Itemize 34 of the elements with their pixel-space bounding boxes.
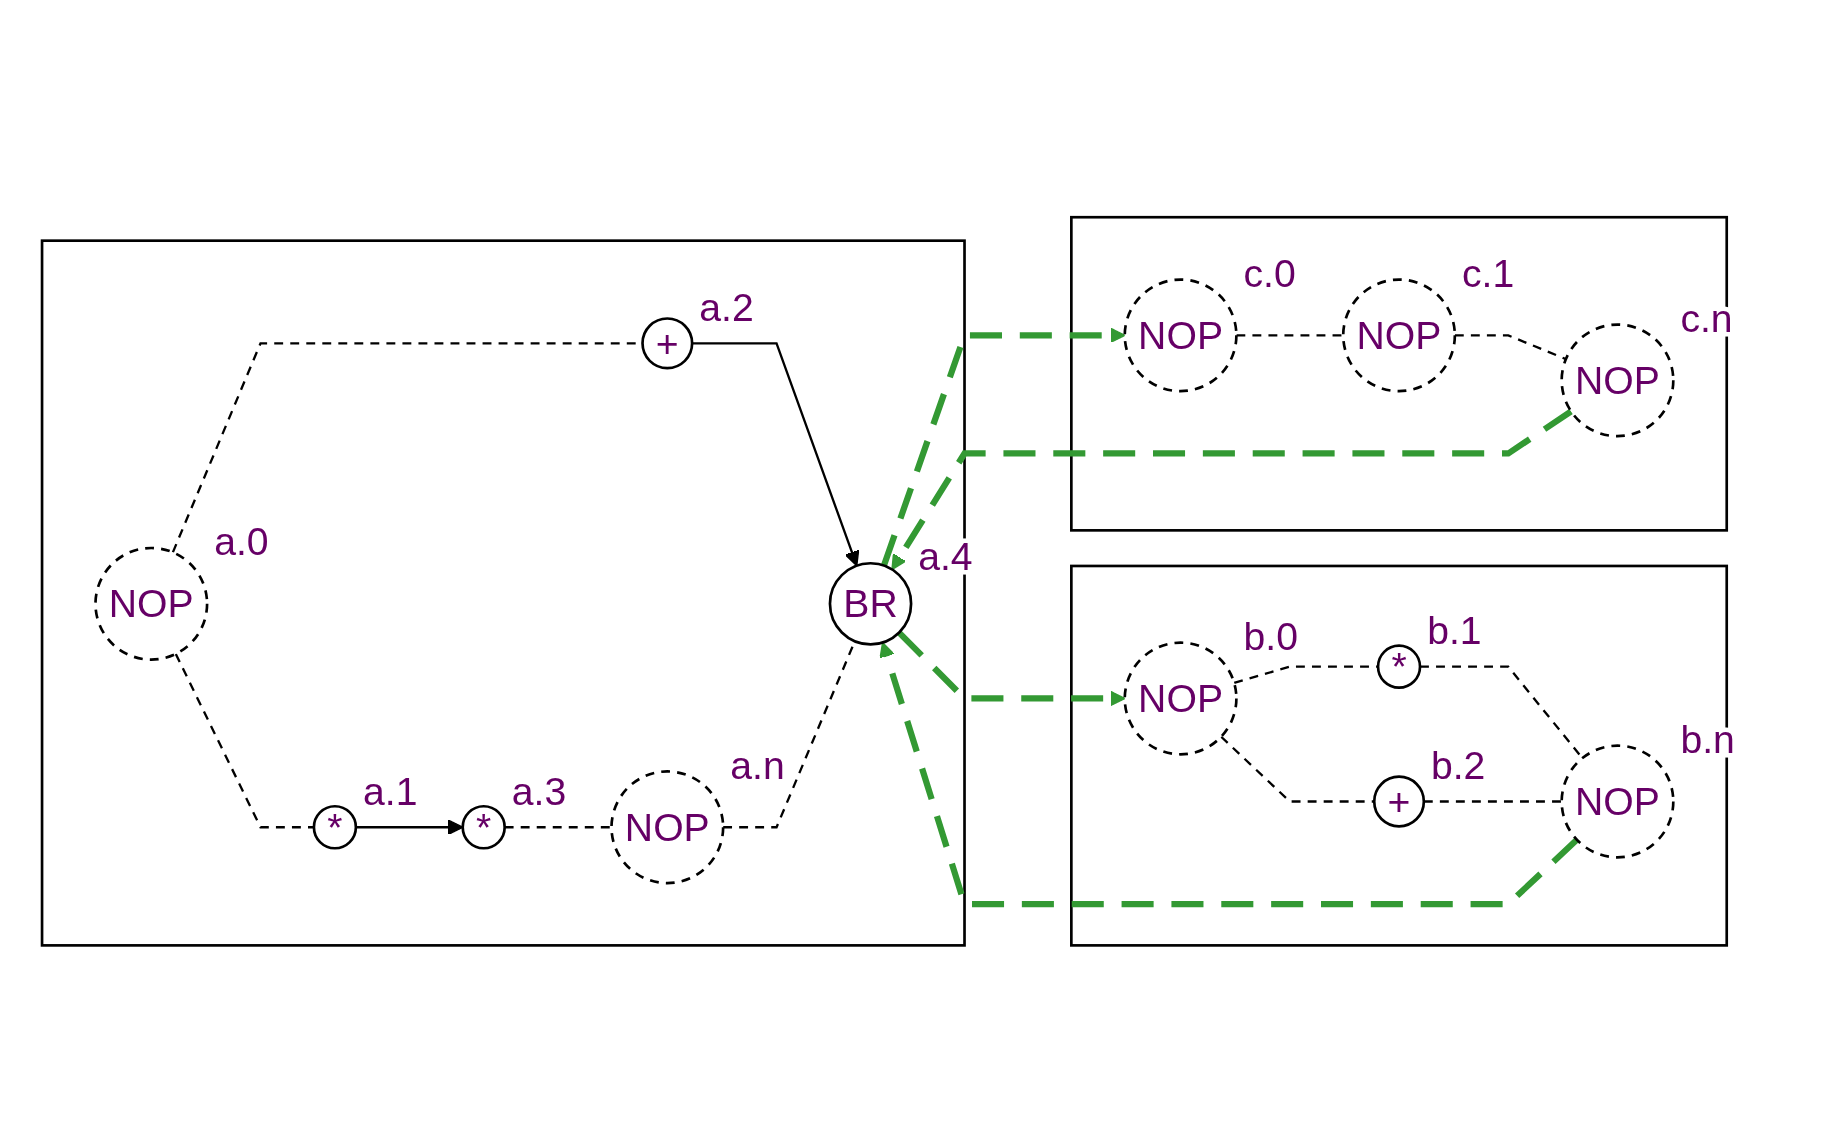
node-circle bbox=[1123, 278, 1238, 393]
node-circle bbox=[1560, 323, 1675, 438]
node-label: a.0 bbox=[214, 520, 269, 564]
connector bbox=[1233, 665, 1379, 684]
node-circle bbox=[1376, 644, 1422, 689]
node-label: a.2 bbox=[699, 286, 754, 330]
node-label: b.1 bbox=[1427, 609, 1482, 653]
arrow bbox=[692, 342, 860, 567]
node-circle bbox=[1123, 641, 1238, 756]
node-label: a.1 bbox=[363, 770, 418, 813]
node-label: b.2 bbox=[1430, 744, 1486, 788]
connector bbox=[1454, 334, 1567, 361]
node-label: c.0 bbox=[1243, 251, 1296, 295]
connector bbox=[1236, 334, 1344, 337]
node-label: a.n bbox=[730, 743, 785, 787]
node-label: c.1 bbox=[1461, 251, 1515, 295]
node-label: a.3 bbox=[511, 770, 567, 813]
node-circle bbox=[610, 770, 725, 885]
node-circle bbox=[641, 317, 694, 370]
arrow bbox=[879, 641, 1579, 908]
node-circle bbox=[312, 804, 358, 850]
node-circle bbox=[1341, 278, 1457, 393]
connector bbox=[1220, 735, 1375, 803]
node-circle bbox=[1560, 744, 1675, 859]
node-circle bbox=[1372, 775, 1426, 828]
cluster bbox=[1070, 215, 1729, 532]
node-label: b.0 bbox=[1243, 614, 1298, 658]
connector bbox=[1423, 800, 1562, 803]
connector bbox=[504, 826, 612, 829]
connector bbox=[174, 653, 314, 829]
node-circle bbox=[828, 561, 913, 646]
node-circle bbox=[94, 546, 209, 661]
arrow bbox=[891, 408, 1573, 571]
node-circle bbox=[461, 804, 506, 850]
